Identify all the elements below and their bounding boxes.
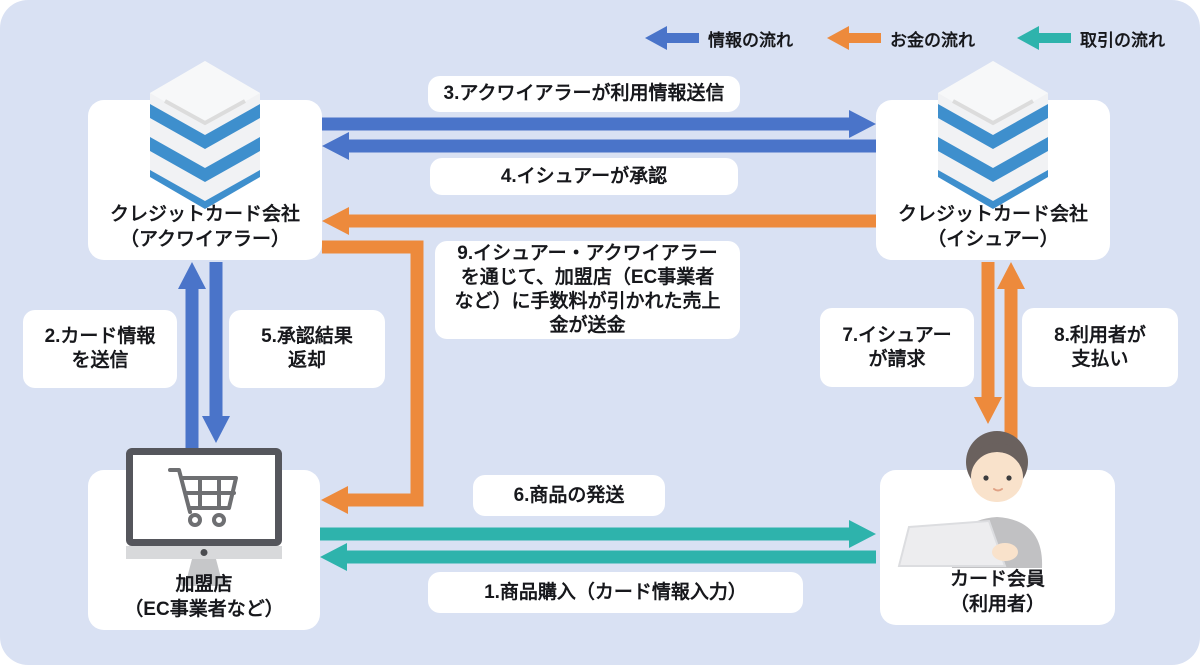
flow-label-step8: 8.利用者が 支払い — [1022, 308, 1178, 387]
server-icon — [150, 61, 260, 209]
legend-label-transaction: 取引の流れ — [1080, 30, 1165, 50]
node-merchant: 加盟店 （EC事業者など） — [88, 448, 320, 630]
arrow-step2-info-up — [178, 262, 206, 450]
node-issuer: クレジットカード会社 （イシュアー） — [876, 61, 1110, 260]
server-icon — [938, 61, 1048, 209]
arrow-step9-money-left — [322, 207, 876, 235]
arrow-step5-info-down — [202, 262, 230, 443]
arrow-step7-money-down — [974, 262, 1002, 424]
transaction-flow-arrow-icon — [1017, 26, 1071, 50]
shopping-cart-glyph — [168, 468, 238, 527]
person-laptop-icon — [897, 431, 1043, 568]
legend-label-info: 情報の流れ — [708, 30, 793, 50]
legend-item-money: お金の流れ — [827, 22, 975, 54]
node-label-merchant: 加盟店 （EC事業者など） — [124, 574, 284, 620]
arrow-step4-info-left — [322, 132, 876, 160]
flow-label-step6: 6.商品の発送 — [473, 475, 665, 516]
legend-item-info: 情報の流れ — [645, 22, 793, 54]
monitor-cart-icon — [126, 448, 282, 586]
flow-label-step9: 9.イシュアー・アクワイアラー を通じて、加盟店（EC事業者 など）に手数料が引… — [435, 241, 740, 339]
flow-label-step1: 1.商品購入（カード情報入力） — [428, 572, 803, 613]
arrow-step1-transaction-left — [320, 543, 876, 571]
legend-item-transaction: 取引の流れ — [1017, 22, 1165, 54]
node-member: カード会員 （利用者） — [880, 431, 1115, 625]
node-label-acquirer: クレジットカード会社 （アクワイアラー） — [109, 204, 300, 250]
arrow-step3-info-right — [322, 110, 876, 138]
node-label-member: カード会員 （利用者） — [949, 569, 1045, 615]
flow-label-step7: 7.イシュアー が請求 — [820, 308, 974, 387]
legend-label-money: お金の流れ — [890, 30, 975, 50]
flow-label-step3: 3.アクワイアラーが利用情報送信 — [428, 76, 740, 112]
flow-label-step4: 4.イシュアーが承認 — [430, 158, 738, 195]
flow-label-step2: 2.カード情報 を送信 — [23, 310, 177, 388]
node-acquirer: クレジットカード会社 （アクワイアラー） — [88, 61, 322, 260]
node-label-issuer: クレジットカード会社 （イシュアー） — [897, 204, 1088, 250]
money-flow-arrow-icon — [827, 26, 881, 50]
arrow-step8-money-up — [997, 262, 1025, 440]
info-flow-arrow-icon — [645, 26, 699, 50]
flow-label-step5: 5.承認結果 返却 — [229, 310, 385, 388]
arrow-step9-money-elbow — [321, 240, 424, 514]
arrow-step6-transaction-right — [320, 520, 876, 548]
